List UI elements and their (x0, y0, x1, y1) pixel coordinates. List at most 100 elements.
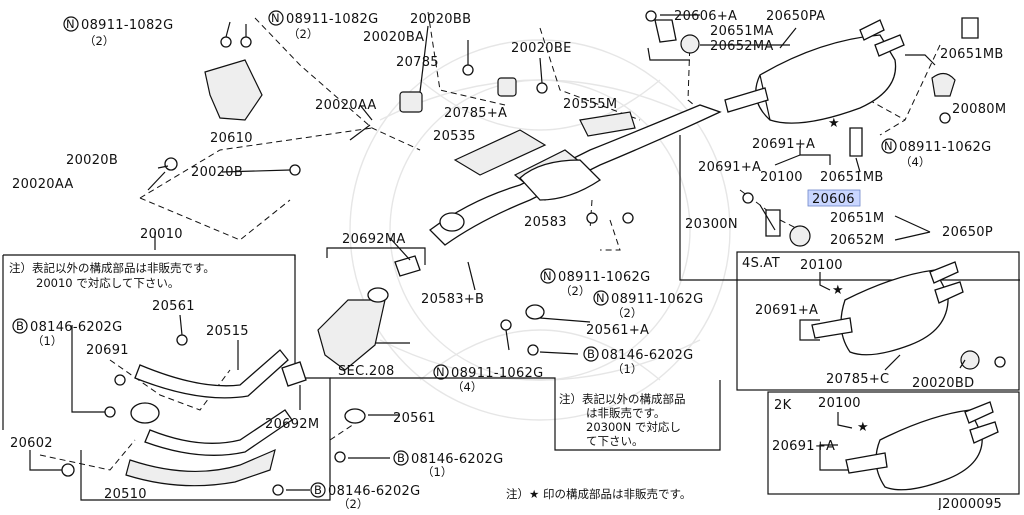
callout-b-symbol: B (397, 451, 405, 465)
part-label-20650pa: 20650PA (766, 9, 825, 24)
part-label-20691a-lower: 20691+A (698, 160, 761, 175)
fastener-part-number: 08146-6202G (411, 452, 504, 467)
highlight-20606 (807, 189, 861, 207)
muffler-4sat (811, 261, 1006, 370)
fastener-part-number: 08911-1062G (451, 366, 544, 381)
part-label-20555m: 20555M (563, 97, 617, 112)
part-label-20785pa: 20785+A (444, 106, 507, 121)
fastener-quantity: （2） (288, 27, 318, 41)
variant-box-2k (767, 391, 1020, 495)
part-label-20691a-upper: 20691+A (752, 137, 815, 152)
part-label-20010: 20010 (140, 227, 183, 242)
part-label-20652ma: 20652MA (710, 39, 774, 54)
part-labels: 20606+A 20650PA 20651MA 20652MA 20651MB … (10, 9, 1006, 502)
svg-text:★: ★ (857, 420, 869, 435)
background-watermark (349, 39, 731, 421)
note-2-line-1: 注）表記以外の構成部品 (559, 392, 686, 406)
callout-n-symbol: N (66, 17, 75, 31)
part-label-20515: 20515 (206, 324, 249, 339)
fastener-part-number: 08911-1062G (558, 270, 651, 285)
part-label-20651ma: 20651MA (710, 24, 774, 39)
note-1-line-1: 注）表記以外の構成部品は非販売です。 (9, 261, 215, 275)
variant-title-2k: 2K (774, 398, 792, 413)
center-pipe (429, 104, 722, 246)
catalytic-converter (317, 287, 389, 371)
leader-lines (29, 14, 966, 491)
fastener-part-number: 08911-1082G (81, 18, 174, 33)
part-label-20561-left: 20561 (152, 299, 195, 314)
callout-n-symbol: N (884, 139, 893, 153)
callout-b-symbol: B (314, 483, 322, 497)
rear-muffler (724, 19, 936, 124)
fastener-labels: 08911-1082G （2） 08911-1082G （2） 08911-10… (30, 12, 992, 511)
part-label-20650p: 20650P (942, 225, 993, 240)
part-label-20692ma: 20692MA (342, 232, 406, 247)
muffler-2k (845, 401, 999, 491)
diagram-id: J2000095 (937, 497, 1002, 510)
notes: 注）表記以外の構成部品は非販売です。 20010 で対応して下さい。 注）表記以… (9, 261, 691, 501)
part-label-sec208: SEC.208 (338, 364, 395, 379)
callout-b-symbol: B (587, 347, 595, 361)
svg-text:★: ★ (832, 283, 844, 298)
variant-box-4sat (736, 251, 1020, 391)
part-label-20583b: 20583+B (421, 292, 484, 307)
part-label-20651mb-top: 20651MB (940, 47, 1004, 62)
note-1-line-2: 20010 で対応して下さい。 (36, 276, 179, 290)
part-label-2k-20100: 20100 (818, 396, 861, 411)
part-label-20510: 20510 (104, 487, 147, 502)
fastener-quantity: （2） (84, 34, 114, 48)
fastener-part-number: 08146-6202G (30, 320, 123, 335)
part-label-20535: 20535 (433, 129, 476, 144)
part-label-20561-center: 20561 (393, 411, 436, 426)
part-label-20080m: 20080M (952, 102, 1006, 117)
fastener-quantity: （1） (422, 465, 452, 479)
part-label-20606pa: 20606+A (674, 9, 737, 24)
part-label-20606: 20606 (812, 192, 855, 207)
note-3: 注）★ 印の構成部品は非販売です。 (506, 487, 691, 501)
part-label-20020b-mid: 20020B (191, 165, 243, 180)
fastener-quantity: （2） (560, 284, 590, 298)
part-label-20300n: 20300N (685, 217, 738, 232)
fastener-part-number: 08911-1062G (611, 292, 704, 307)
part-label-20602: 20602 (10, 436, 53, 451)
part-label-20020b-left: 20020B (66, 153, 118, 168)
note-2-line-3: 20300N で対応し (586, 420, 681, 434)
star-markers: ★ ★ ★ (828, 116, 869, 435)
part-label-20651m: 20651M (830, 211, 884, 226)
fastener-part-number: 08911-1082G (286, 12, 379, 27)
fastener-quantity: （4） (452, 380, 482, 394)
part-label-4sat-20100: 20100 (800, 258, 843, 273)
nuts-and-bolts (61, 10, 951, 496)
callout-n-symbol: N (271, 11, 280, 25)
fastener-part-number: 08146-6202G (601, 348, 694, 363)
callout-n-symbol: N (543, 269, 552, 283)
part-label-4sat-20020bd: 20020BD (912, 376, 974, 391)
part-label-20691: 20691 (86, 343, 129, 358)
callout-circles: N N N N N N B B B B (12, 10, 897, 498)
fastener-quantity: （1） (32, 334, 62, 348)
part-label-4sat-20785c: 20785+C (826, 372, 889, 387)
callout-n-symbol: N (436, 365, 445, 379)
part-label-20610: 20610 (210, 131, 253, 146)
fastener-quantity: （1） (612, 362, 642, 376)
part-label-2k-20691a: 20691+A (772, 439, 835, 454)
note-2-line-4: て下さい。 (586, 434, 644, 448)
part-label-20020aa: 20020AA (315, 98, 377, 113)
fastener-quantity: （2） (612, 306, 642, 320)
part-label-20020aa-left: 20020AA (12, 177, 74, 192)
part-label-20651mb-mid: 20651MB (820, 170, 884, 185)
part-label-20020be: 20020BE (511, 41, 572, 56)
fastener-part-number: 08911-1062G (899, 140, 992, 155)
callout-n-symbol: N (596, 291, 605, 305)
part-label-20020bb: 20020BB (410, 12, 471, 27)
fastener-quantity: （4） (900, 155, 930, 169)
part-label-20561a: 20561+A (586, 323, 649, 338)
dashed-guide-lines (39, 11, 941, 471)
svg-text:★: ★ (828, 116, 840, 131)
callout-b-symbol: B (16, 319, 24, 333)
part-label-20692m: 20692M (265, 417, 319, 432)
part-label-20020ba: 20020BA (363, 30, 424, 45)
fastener-part-number: 08146-6202G (328, 484, 421, 499)
front-pipe (125, 349, 293, 487)
part-label-20652m: 20652M (830, 233, 884, 248)
